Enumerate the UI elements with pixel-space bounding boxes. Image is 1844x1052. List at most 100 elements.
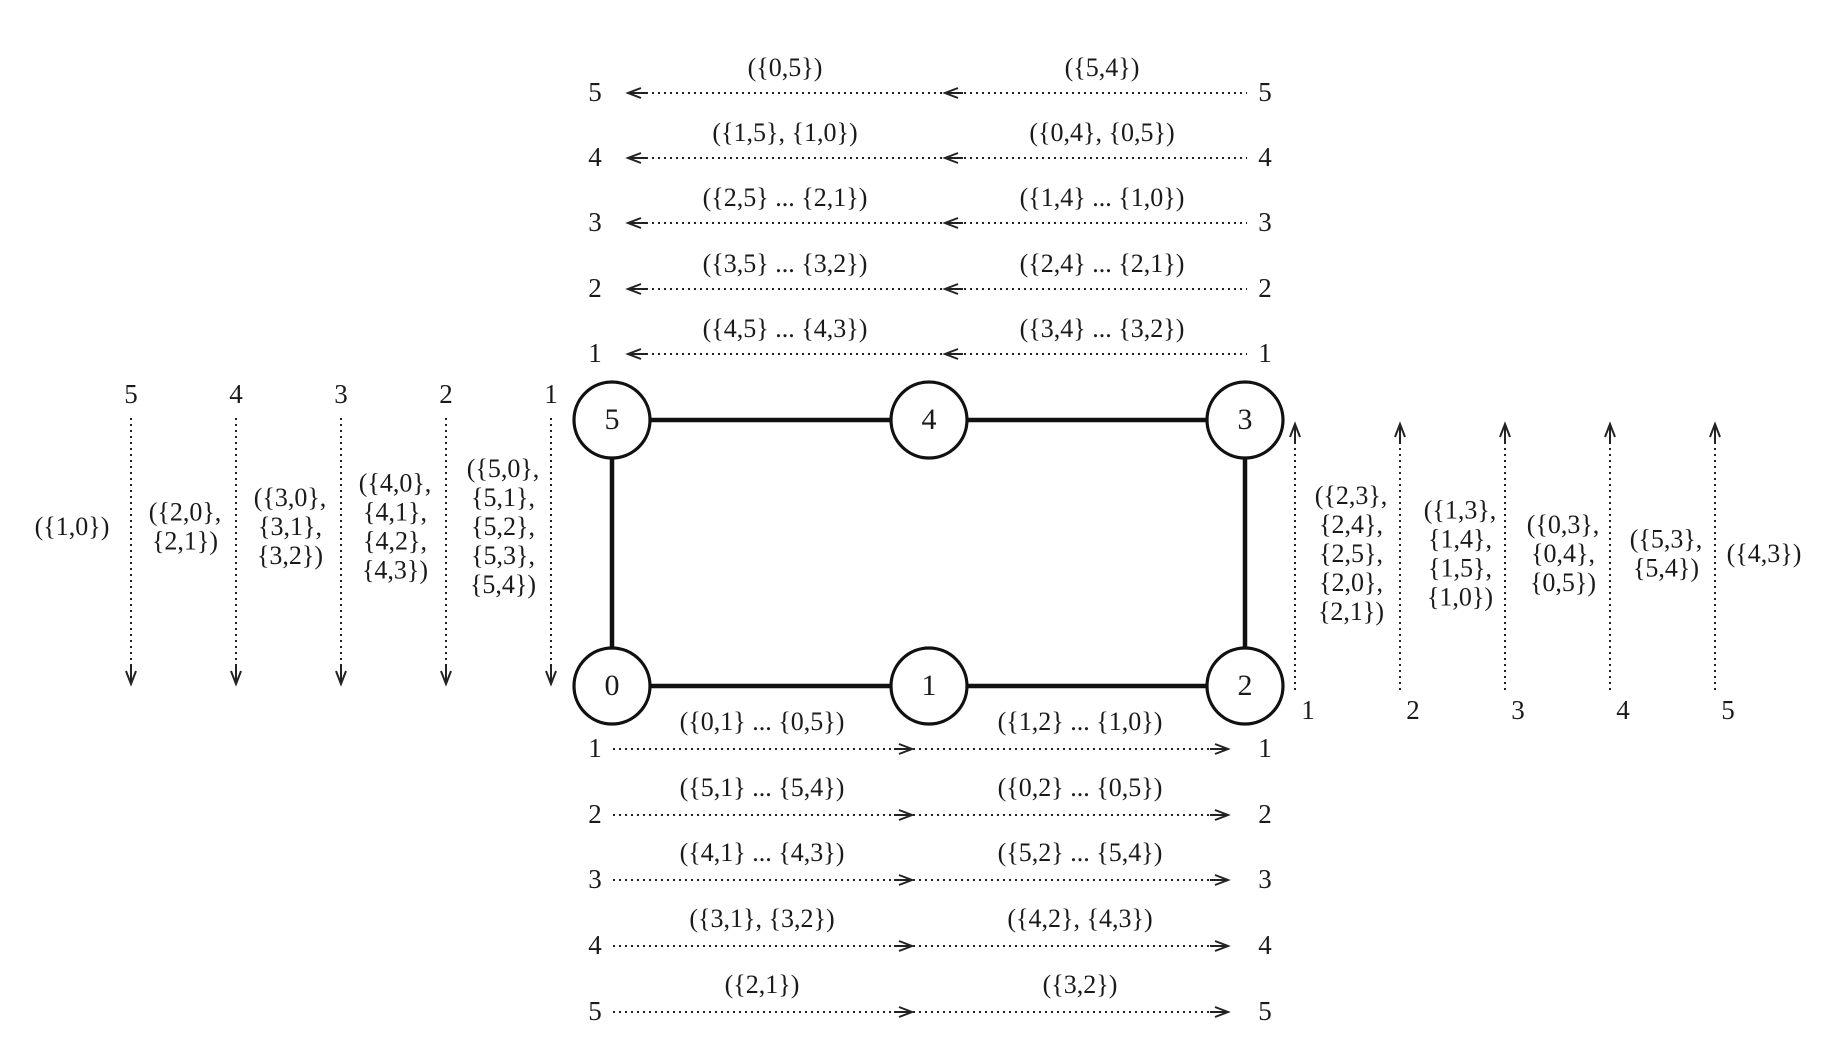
top-row-label-left: ({4,5} ... {4,3}) bbox=[703, 314, 868, 343]
left-column-4: 4({2,0},{2,1}) bbox=[149, 379, 243, 687]
top-row-arrow-mid bbox=[942, 217, 963, 229]
right-column-5: 5 ({4,3}) bbox=[1709, 421, 1802, 725]
top-row-step-right: 5 bbox=[1258, 77, 1272, 107]
bottom-row-label-left: ({0,1} ... {0,5}) bbox=[680, 707, 845, 736]
bottom-transfer-rows: 1 1 ({0,1} ... {0,5}) ({1,2} ... {1,0}) 2 2 ({… bbox=[588, 707, 1272, 1026]
right-column-label-line: {0,4}, bbox=[1531, 539, 1595, 568]
ring-node-label-4: 4 bbox=[922, 403, 937, 436]
top-row-label-right: ({3,4} ... {3,2}) bbox=[1020, 314, 1185, 343]
top-row-label-left: ({1,5}, {1,0}) bbox=[712, 118, 857, 147]
top-row-arrow-left bbox=[625, 348, 646, 360]
bottom-row-arrow-mid bbox=[894, 1006, 915, 1018]
bottom-row-arrow-mid bbox=[894, 874, 915, 886]
left-column-label-line: ({3,0}, bbox=[254, 483, 327, 512]
top-row-step-right: 3 bbox=[1258, 207, 1272, 237]
top-row-arrow-mid bbox=[942, 283, 963, 295]
bottom-row-label-left: ({2,1}) bbox=[725, 970, 800, 999]
bottom-row-label-left: ({3,1}, {3,2}) bbox=[689, 904, 834, 933]
right-column-step: 4 bbox=[1616, 695, 1630, 725]
bottom-row-label-right: ({5,2} ... {5,4}) bbox=[998, 838, 1163, 867]
right-column-step: 5 bbox=[1721, 695, 1735, 725]
ring-node-1 bbox=[889, 646, 969, 726]
left-column-3: 3({3,0},{3,1},{3,2}) bbox=[254, 379, 348, 687]
bottom-row-step-right: 1 bbox=[1258, 733, 1272, 763]
bottom-row-label-right: ({3,2}) bbox=[1043, 970, 1118, 999]
left-column-label-line: {5,4}) bbox=[470, 570, 536, 599]
top-row-step-right: 2 bbox=[1258, 273, 1272, 303]
bottom-row-arrow-right bbox=[1210, 809, 1231, 821]
top-row-label-right: ({2,4} ... {2,1}) bbox=[1020, 249, 1185, 278]
right-column-label-line: ({0,3}, bbox=[1527, 510, 1600, 539]
bottom-row-label-left: ({5,1} ... {5,4}) bbox=[680, 773, 845, 802]
right-column-label-line: ({1,3}, bbox=[1424, 495, 1497, 524]
bottom-row-step-left: 1 bbox=[588, 733, 602, 763]
left-column-step: 3 bbox=[334, 379, 348, 409]
top-row-arrow-mid bbox=[942, 348, 963, 360]
ring-node-label-5: 5 bbox=[605, 403, 620, 436]
right-column-arrow bbox=[1289, 421, 1301, 442]
right-column-label-line: {2,4}, bbox=[1319, 510, 1383, 539]
top-row-label-left: ({3,5} ... {3,2}) bbox=[703, 249, 868, 278]
left-column-arrow bbox=[230, 666, 242, 687]
ring-node-label-3: 3 bbox=[1238, 403, 1253, 436]
bottom-row-step-left: 2 bbox=[588, 799, 602, 829]
left-column-1: 1({5,0},{5,1},{5,2},{5,3},{5,4}) bbox=[467, 379, 558, 687]
top-row-label-left: ({0,5}) bbox=[748, 53, 823, 82]
left-transfer-columns: 5({1,0})4({2,0},{2,1})3({3,0},{3,1},{3,2… bbox=[35, 379, 558, 687]
bottom-row-arrow-right bbox=[1210, 1006, 1231, 1018]
right-column-label-line: ({4,3}) bbox=[1727, 539, 1802, 568]
top-row-step-left: 2 bbox=[588, 273, 602, 303]
right-column-step: 2 bbox=[1406, 695, 1420, 725]
bottom-row-label-left: ({4,1} ... {4,3}) bbox=[680, 838, 845, 867]
right-column-1: 1({2,3},{2,4},{2,5},{2,0},{2,1}) bbox=[1289, 421, 1387, 725]
left-column-label-line: {3,2}) bbox=[257, 541, 323, 570]
ring-node-label-1: 1 bbox=[922, 669, 937, 702]
bottom-row-step-right: 3 bbox=[1258, 864, 1272, 894]
ring-edges bbox=[609, 417, 1248, 689]
bottom-row-step-right: 5 bbox=[1258, 996, 1272, 1026]
bottom-row-arrow-mid bbox=[894, 809, 915, 821]
bottom-row-arrow-right bbox=[1210, 743, 1231, 755]
top-row-label-right: ({5,4}) bbox=[1065, 53, 1140, 82]
top-row-arrow-left bbox=[625, 283, 646, 295]
bottom-row-arrow-right bbox=[1210, 940, 1231, 952]
bottom-row-step-right: 2 bbox=[1258, 799, 1272, 829]
left-column-label-line: {4,1}, bbox=[363, 497, 427, 526]
left-column-step: 2 bbox=[439, 379, 453, 409]
left-column-5: 5({1,0}) bbox=[35, 379, 138, 687]
bottom-row-label-right: ({4,2}, {4,3}) bbox=[1007, 904, 1152, 933]
bottom-row-step-left: 3 bbox=[588, 864, 602, 894]
left-column-step: 4 bbox=[229, 379, 243, 409]
right-column-label-line: {0,5}) bbox=[1530, 568, 1596, 597]
right-column-arrow bbox=[1709, 421, 1721, 442]
top-row-label-right: ({0,4}, {0,5}) bbox=[1029, 118, 1174, 147]
left-column-label-line: ({4,0}, bbox=[359, 468, 432, 497]
bottom-row-arrow-mid bbox=[894, 743, 915, 755]
top-row-label-right: ({1,4} ... {1,0}) bbox=[1020, 183, 1185, 212]
left-column-step: 1 bbox=[544, 379, 558, 409]
left-column-label-line: ({5,0}, bbox=[467, 454, 540, 483]
right-column-label-line: {5,4}) bbox=[1633, 553, 1699, 582]
bottom-row-label-right: ({0,2} ... {0,5}) bbox=[998, 773, 1163, 802]
top-row-label-left: ({2,5} ... {2,1}) bbox=[703, 183, 868, 212]
left-column-label-line: {2,1}) bbox=[152, 526, 218, 555]
ring-node-label-0: 0 bbox=[605, 669, 620, 702]
right-column-2: 2({1,3},{1,4},{1,5},{1,0}) bbox=[1394, 421, 1497, 725]
left-column-step: 5 bbox=[124, 379, 138, 409]
left-column-label-line: {4,3}) bbox=[362, 555, 428, 584]
bottom-row-step-right: 4 bbox=[1258, 930, 1272, 960]
right-column-step: 1 bbox=[1301, 695, 1315, 725]
top-row-step-left: 3 bbox=[588, 207, 602, 237]
bottom-row-3: 3 3 ({4,1} ... {4,3}) ({5,2} ... {5,4}) bbox=[588, 838, 1272, 894]
bottom-row-arrow-mid bbox=[894, 940, 915, 952]
bottom-row-label-right: ({1,2} ... {1,0}) bbox=[998, 707, 1163, 736]
ring-node-2 bbox=[1205, 646, 1285, 726]
left-column-arrow bbox=[125, 666, 137, 687]
left-column-label-line: {5,2}, bbox=[471, 512, 535, 541]
